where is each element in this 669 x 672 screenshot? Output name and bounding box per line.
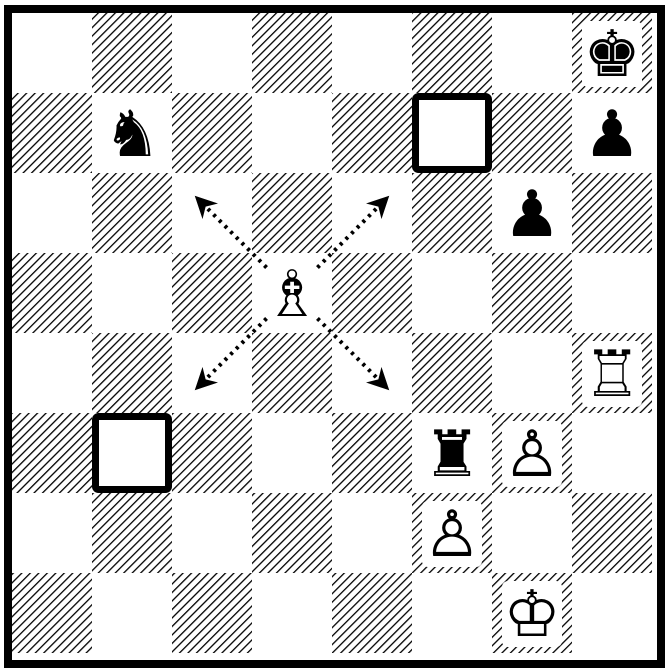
- square-e1[interactable]: [332, 573, 412, 653]
- white-bishop-icon[interactable]: ♗: [263, 258, 320, 332]
- square-h3[interactable]: [572, 413, 652, 493]
- square-b4[interactable]: [92, 333, 172, 413]
- square-c3[interactable]: [172, 413, 252, 493]
- highlight-square-f7: [412, 93, 492, 173]
- square-f8[interactable]: [412, 13, 492, 93]
- square-e7[interactable]: [332, 93, 412, 173]
- pieces-layer: ♚ ♞ ♟ ♟ ♜ ♗ ♖ ♙ ♙ ♔: [103, 18, 642, 652]
- square-d8[interactable]: [252, 13, 332, 93]
- square-e4[interactable]: [332, 333, 412, 413]
- svg-text:♙: ♙: [503, 418, 560, 492]
- square-e3[interactable]: [332, 413, 412, 493]
- square-e5[interactable]: [332, 253, 412, 333]
- white-king-icon[interactable]: ♔: [502, 578, 562, 652]
- square-c8[interactable]: [172, 13, 252, 93]
- square-d7[interactable]: [252, 93, 332, 173]
- highlight-square-b3: [92, 413, 172, 493]
- square-c5[interactable]: [172, 253, 252, 333]
- square-g5[interactable]: [492, 253, 572, 333]
- svg-text:♔: ♔: [503, 578, 560, 652]
- square-b1[interactable]: [92, 573, 172, 653]
- square-b7[interactable]: [92, 93, 172, 173]
- svg-text:♖: ♖: [583, 338, 640, 412]
- square-c6[interactable]: [172, 173, 252, 253]
- square-a6[interactable]: [12, 173, 92, 253]
- arrow-d5-e4: [316, 317, 390, 391]
- square-a1[interactable]: [12, 573, 92, 653]
- black-pawn-icon[interactable]: ♟: [583, 98, 640, 172]
- arrows-layer: [194, 195, 390, 391]
- svg-text:♞: ♞: [103, 98, 160, 172]
- white-pawn-icon[interactable]: ♙: [502, 418, 562, 492]
- square-d2[interactable]: [252, 493, 332, 573]
- svg-text:♗: ♗: [263, 258, 320, 332]
- square-e8[interactable]: [332, 13, 412, 93]
- square-a7[interactable]: [12, 93, 92, 173]
- white-pawn-icon[interactable]: ♙: [422, 498, 482, 572]
- square-g8[interactable]: [492, 13, 572, 93]
- square-a8[interactable]: [12, 13, 92, 93]
- square-a2[interactable]: [12, 493, 92, 573]
- square-f6[interactable]: [412, 173, 492, 253]
- square-e2[interactable]: [332, 493, 412, 573]
- svg-text:♟: ♟: [583, 98, 640, 172]
- square-h2[interactable]: [572, 493, 652, 573]
- square-b5[interactable]: [92, 253, 172, 333]
- black-pawn-icon[interactable]: ♟: [503, 178, 560, 252]
- square-a5[interactable]: [12, 253, 92, 333]
- square-a3[interactable]: [12, 413, 92, 493]
- square-d6[interactable]: [252, 173, 332, 253]
- square-c2[interactable]: [172, 493, 252, 573]
- white-rook-icon[interactable]: ♖: [582, 338, 642, 412]
- square-f4[interactable]: [412, 333, 492, 413]
- square-f3[interactable]: [412, 413, 492, 493]
- square-b8[interactable]: [92, 13, 172, 93]
- svg-text:♙: ♙: [423, 498, 480, 572]
- square-h7[interactable]: [572, 93, 652, 173]
- square-d4[interactable]: [252, 333, 332, 413]
- black-rook-icon[interactable]: ♜: [423, 418, 480, 492]
- square-h1[interactable]: [572, 573, 652, 653]
- square-d3[interactable]: [252, 413, 332, 493]
- black-knight-icon[interactable]: ♞: [103, 98, 160, 172]
- square-g7[interactable]: [492, 93, 572, 173]
- square-b2[interactable]: [92, 493, 172, 573]
- square-e6[interactable]: [332, 173, 412, 253]
- square-c1[interactable]: [172, 573, 252, 653]
- square-d1[interactable]: [252, 573, 332, 653]
- square-c4[interactable]: [172, 333, 252, 413]
- square-g4[interactable]: [492, 333, 572, 413]
- square-a4[interactable]: [12, 333, 92, 413]
- square-g6[interactable]: [492, 173, 572, 253]
- square-c7[interactable]: [172, 93, 252, 173]
- square-f1[interactable]: [412, 573, 492, 653]
- svg-text:♚: ♚: [583, 18, 640, 92]
- svg-text:♜: ♜: [423, 418, 480, 492]
- black-king-icon[interactable]: ♚: [582, 18, 642, 92]
- square-h6[interactable]: [572, 173, 652, 253]
- arrow-d5-e6: [316, 195, 390, 269]
- square-f5[interactable]: [412, 253, 492, 333]
- highlights-layer: [92, 93, 492, 493]
- square-h5[interactable]: [572, 253, 652, 333]
- square-g2[interactable]: [492, 493, 572, 573]
- arrow-d5-c4: [194, 317, 268, 391]
- svg-text:♟: ♟: [503, 178, 560, 252]
- board-frame: [4, 5, 665, 668]
- arrow-d5-c6: [194, 195, 268, 269]
- square-b6[interactable]: [92, 173, 172, 253]
